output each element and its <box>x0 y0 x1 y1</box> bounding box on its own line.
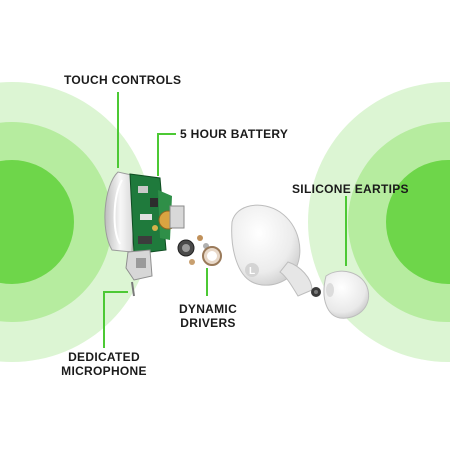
label-touch-controls: TOUCH CONTROLS <box>64 73 182 87</box>
callout-line-microphone <box>103 291 128 348</box>
earbud-body: L <box>231 204 313 297</box>
label-dedicated-microphone-line1: DEDICATED <box>68 350 140 364</box>
callout-lines <box>103 92 347 348</box>
nozzle-mesh <box>311 287 321 297</box>
label-battery: 5 HOUR BATTERY <box>180 127 289 141</box>
dynamic-driver-parts <box>177 235 222 266</box>
right-rings-decoration <box>308 82 450 362</box>
callout-line-battery <box>157 133 176 176</box>
left-ring-inner <box>0 160 74 284</box>
pcb-battery-board <box>129 173 185 255</box>
silicone-eartip <box>323 270 370 319</box>
microphone-bracket <box>125 249 153 297</box>
label-dynamic-drivers-line1: DYNAMIC <box>178 302 238 316</box>
label-dynamic-drivers-line2: DRIVERS <box>180 316 236 330</box>
right-ring-inner <box>386 160 450 284</box>
label-dynamic-drivers: DYNAMIC DRIVERS <box>176 302 240 330</box>
label-dedicated-microphone-line2: MICROPHONE <box>61 364 147 378</box>
label-dedicated-microphone: DEDICATED MICROPHONE <box>58 350 150 378</box>
touch-shell <box>104 171 137 253</box>
earbud-l-badge <box>245 263 259 277</box>
label-silicone-eartips: SILICONE EARTIPS <box>292 182 409 196</box>
left-rings-decoration <box>0 82 152 362</box>
earbud-l-mark: L <box>249 266 255 277</box>
